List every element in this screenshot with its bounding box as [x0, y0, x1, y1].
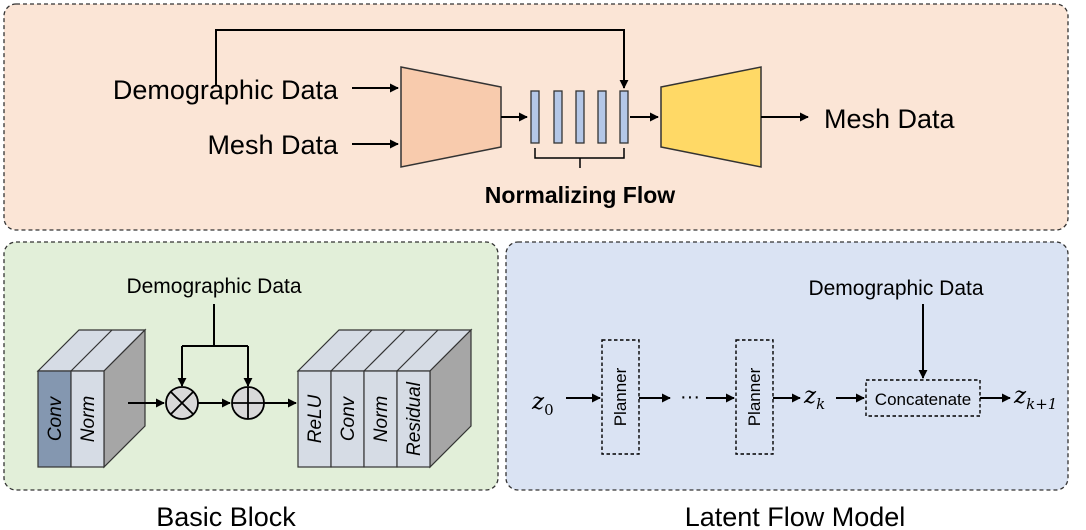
- basic-block-title: Basic Block: [156, 502, 296, 530]
- right-conv-face: [330, 370, 365, 468]
- left-conv-label: Conv: [45, 395, 66, 441]
- multiply-symbol: [170, 391, 194, 415]
- output-mesh-label: Mesh Data: [824, 104, 956, 134]
- flow-brace: [534, 148, 625, 168]
- latent-flow-title: Latent Flow Model: [685, 502, 906, 530]
- flow-bar: [553, 90, 563, 144]
- left-norm-face: [70, 370, 105, 468]
- top-panel: Demographic Data Mesh Data Normalizing F…: [3, 3, 1069, 231]
- concatenate-box: [865, 379, 981, 417]
- demographic-split-lines: [182, 304, 248, 347]
- flow-bar: [575, 90, 585, 144]
- latent-flow-background: [505, 241, 1069, 491]
- latent-flow-panel: Demographic Data z0 Planner ··· Planner …: [505, 241, 1069, 491]
- left-norm-label: Norm: [78, 396, 99, 442]
- zk1-label: zk+1: [1013, 383, 1057, 413]
- planner2-label: Planner: [745, 367, 764, 426]
- right-residual-label: Residual: [404, 381, 425, 456]
- decoder-trapezoid: [660, 66, 762, 168]
- normalizing-flow-label: Normalizing Flow: [485, 182, 676, 208]
- latent-demographic-label: Demographic Data: [808, 277, 983, 300]
- right-norm-label: Norm: [371, 396, 392, 442]
- add-symbol: [232, 387, 264, 419]
- skip-connection-arrow: [215, 29, 629, 89]
- concatenate-label: Concatenate: [875, 390, 971, 409]
- basic-block-panel: Demographic Data Conv Norm: [3, 241, 499, 491]
- planner2-box: [735, 339, 774, 455]
- flow-bar: [530, 90, 540, 144]
- left-layer-stack: Conv Norm: [36, 328, 147, 469]
- right-relu-face: [297, 370, 332, 468]
- right-layer-stack: ReLU Conv Norm Residual: [296, 328, 473, 469]
- encoder-trapezoid: [400, 66, 502, 168]
- right-conv-label: Conv: [338, 395, 359, 441]
- flow-bar: [597, 90, 607, 144]
- planner1-label: Planner: [611, 367, 630, 426]
- input-mesh-label: Mesh Data: [207, 130, 339, 160]
- ellipsis: ···: [680, 386, 700, 408]
- right-relu-label: ReLU: [305, 394, 326, 443]
- right-residual-face: [396, 370, 431, 468]
- basic-demographic-label: Demographic Data: [126, 275, 301, 298]
- flow-bars: [530, 90, 629, 144]
- planner1-box: [601, 339, 640, 455]
- z0-label: z0: [531, 389, 554, 419]
- flow-bar: [619, 90, 629, 144]
- zk-label: zk: [803, 383, 825, 413]
- input-demographic-label: Demographic Data: [113, 75, 339, 105]
- left-conv-face: [37, 370, 72, 468]
